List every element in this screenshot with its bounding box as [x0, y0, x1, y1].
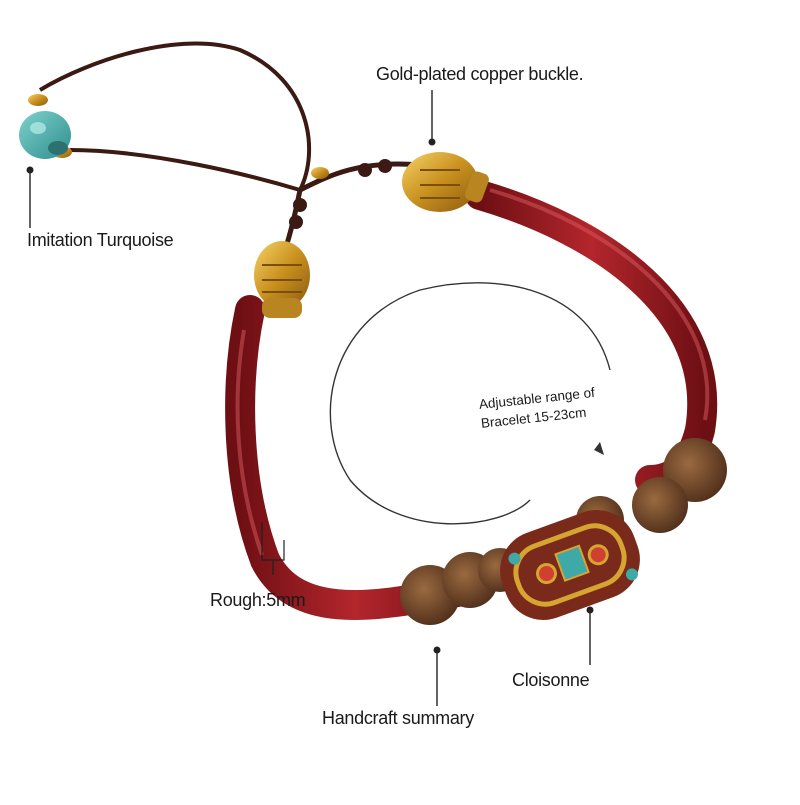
- label-handcraft: Handcraft summary: [322, 708, 474, 728]
- thin-cord-2: [69, 148, 301, 192]
- braided-knot: [632, 477, 688, 533]
- cord-knot: [358, 163, 372, 177]
- red-cord-shine: [235, 329, 264, 556]
- cord-knot: [378, 159, 392, 173]
- cloisonne-bead: [500, 510, 640, 620]
- label-rough: Rough:5mm: [210, 590, 306, 610]
- red-cord: [225, 295, 485, 620]
- thin-cord: [38, 41, 312, 191]
- red-cord: [465, 180, 717, 495]
- thickness-bracket: [261, 522, 285, 575]
- gold-buckle-top: [402, 152, 489, 212]
- cord-knot: [293, 198, 307, 212]
- cord-knot: [289, 215, 303, 229]
- turquoise-bead: [19, 111, 71, 159]
- small-gold-ring: [28, 94, 48, 106]
- label-cloisonne: Cloisonne: [512, 670, 590, 690]
- callout-dot: [26, 166, 34, 174]
- red-cord-shine: [489, 188, 710, 421]
- arrow-head-icon: [594, 442, 604, 455]
- callout-dot: [586, 606, 594, 614]
- label-buckle: Gold-plated copper buckle.: [376, 64, 584, 84]
- callout-dot: [433, 646, 441, 654]
- gold-bead-left: [254, 241, 310, 318]
- small-gold-ring: [311, 167, 329, 179]
- thin-cord-3: [298, 161, 421, 193]
- callout-dot: [428, 138, 436, 146]
- label-turquoise: Imitation Turquoise: [27, 230, 174, 250]
- rotation-arrow: [329, 282, 611, 525]
